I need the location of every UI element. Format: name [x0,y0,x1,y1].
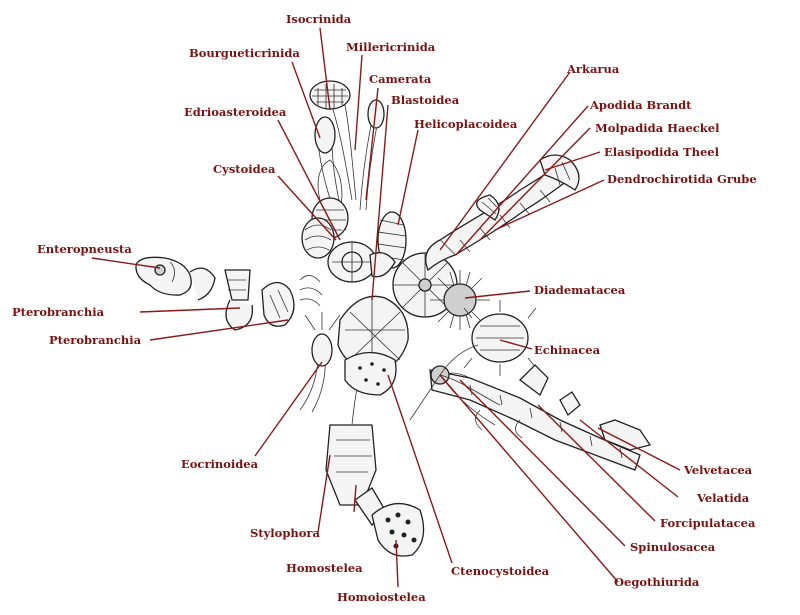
leader-lines [91,27,681,588]
label-isocrinida: Isocrinida [286,12,352,26]
label-blastoidea: Blastoidea [391,93,460,107]
asteroid-illustration [429,364,652,471]
label-camerata: Camerata [369,72,432,86]
label-stylophora: Stylophora [250,526,320,540]
label-millericrinida: Millericrinida [346,40,436,54]
ctenocystoid-illustration [344,351,397,396]
homoiostelean-illustration [371,503,425,557]
label-spinulosacea: Spinulosacea [630,540,716,554]
label-pterobranchia-2: Pterobranchia [49,333,142,347]
label-dendrochirotida-grube: Dendrochirotida Grube [607,172,757,186]
label-diadematacea: Diadematacea [534,283,626,297]
pterobranch-illustration [224,269,323,331]
label-oegothiurida: Oegothiurida [614,575,700,589]
label-edrioasteroidea: Edrioasteroidea [184,105,287,119]
label-eocrinoidea: Eocrinoidea [181,457,259,471]
taxon-labels: Isocrinida Bourgueticrinida Millericrini… [12,12,757,604]
label-velvetacea: Velvetacea [683,463,753,477]
eocrinoid-illustration [299,312,341,413]
label-cystoidea: Cystoidea [213,162,276,176]
label-elasipodida-theel: Elasipodida Theel [604,145,720,159]
enteropneust-illustration [135,256,216,301]
label-enteropneusta: Enteropneusta [37,242,132,256]
label-apodida-brandt: Apodida Brandt [589,98,692,112]
label-molpadida-haeckel: Molpadida Haeckel [595,121,720,135]
blastoid-illustration [369,211,407,278]
label-echinacea: Echinacea [534,343,601,357]
label-forcipulatacea: Forcipulatacea [660,516,756,530]
holothurian-illustration [425,154,580,272]
label-homoiostelea: Homoiostelea [337,590,426,604]
label-bourgueticrinida: Bourgueticrinida [189,46,300,60]
label-arkarua: Arkarua [566,62,620,76]
label-velatida: Velatida [696,491,750,505]
echinoid-illustration [430,270,537,376]
label-pterobranchia-1: Pterobranchia [12,305,105,319]
label-homostelea: Homostelea [286,561,363,575]
organism-illustrations [135,80,652,557]
crinoid-cluster-illustration [309,80,385,239]
label-ctenocystoidea: Ctenocystoidea [451,564,550,578]
label-helicoplacoidea: Helicoplacoidea [414,117,518,131]
